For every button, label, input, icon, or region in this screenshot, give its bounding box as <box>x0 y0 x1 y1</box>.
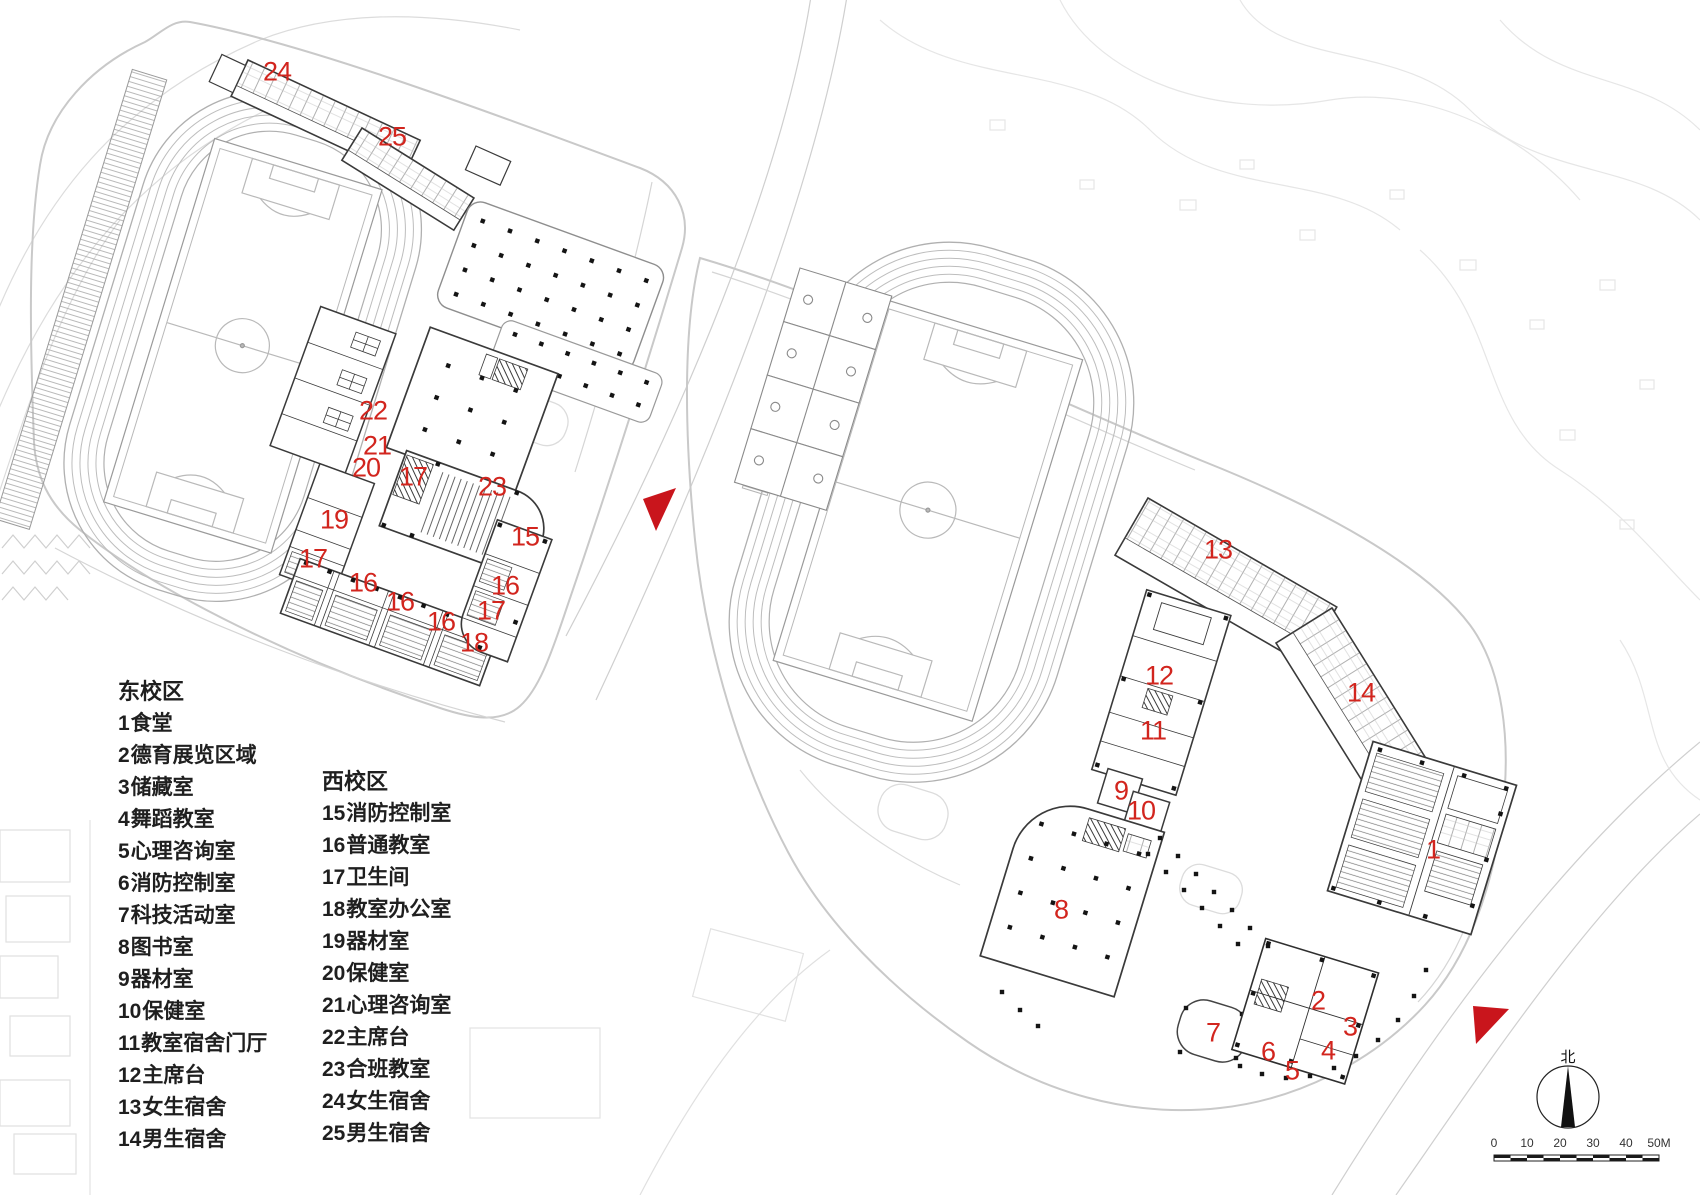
scale-tick-label: 30 <box>1586 1136 1600 1150</box>
legend-item: 21心理咨询室 <box>322 994 452 1017</box>
scale-tick-label: 40 <box>1619 1136 1633 1150</box>
west-site-boundary <box>29 20 686 719</box>
west-main-building <box>269 305 560 687</box>
legend-item: 18教室办公室 <box>322 898 452 921</box>
entrance-arrow-icon <box>643 488 676 531</box>
plan-number-label-west-24: 24 <box>262 56 292 87</box>
legend-item: 7科技活动室 <box>118 904 236 927</box>
plan-number-label-east-7: 7 <box>1205 1017 1221 1048</box>
plan-number-label-east-9: 9 <box>1113 775 1129 806</box>
legend-item: 11教室宿舍门厅 <box>118 1032 268 1055</box>
plan-number-label-east-3: 3 <box>1342 1011 1358 1042</box>
east-basketball-courts <box>733 267 893 511</box>
scale-tick-label: 0 <box>1490 1136 1498 1150</box>
legend-item: 3储藏室 <box>118 776 194 799</box>
plan-number-label-west-23: 23 <box>477 471 507 502</box>
legend-item: 25男生宿舍 <box>322 1122 431 1145</box>
legend-item: 23合班教室 <box>322 1058 431 1081</box>
plan-number-label-west-20: 20 <box>351 452 381 483</box>
east-soccer-field <box>772 298 1084 723</box>
legend-item: 9器材室 <box>118 968 194 991</box>
legend-item: 16普通教室 <box>322 834 431 857</box>
scale-bar <box>1493 1154 1660 1162</box>
legend-item: 2德育展览区域 <box>118 744 257 767</box>
east-library-building <box>979 805 1166 998</box>
plan-number-label-east-4: 4 <box>1320 1035 1336 1066</box>
plan-number-label-east-13: 13 <box>1203 534 1233 565</box>
legend-west-campus: 西校区 15消防控制室 16普通教室 17卫生间 18教室办公室 19器材室 20保健室 2… <box>322 766 451 1150</box>
legend-item: 10保健室 <box>118 1000 206 1023</box>
legend-item: 1食堂 <box>118 712 173 735</box>
north-compass-icon: 北 <box>1536 1049 1600 1129</box>
legend-item: 8图书室 <box>118 936 194 959</box>
plan-number-label-west-19: 19 <box>319 504 349 535</box>
west-dorm-25-building <box>340 126 476 232</box>
plan-number-label-west-25: 25 <box>377 121 407 152</box>
plan-number-label-east-10: 10 <box>1126 795 1156 826</box>
east-south-cluster-building <box>1230 937 1380 1085</box>
legend-item: 12主席台 <box>118 1064 206 1087</box>
plan-number-label-east-12: 12 <box>1144 660 1174 691</box>
plan-number-label-east-14: 14 <box>1346 677 1376 708</box>
east-running-track <box>728 241 1135 783</box>
east-canteen-building <box>1326 740 1518 936</box>
east-colonnade-columns <box>1145 835 1271 949</box>
plan-number-label-east-8: 8 <box>1053 894 1069 925</box>
legend-east-campus: 东校区 1食堂 2德育展览区域 3储藏室 4舞蹈教室 5心理咨询室 6消防控制室 7科技活动… <box>118 676 267 1156</box>
legend-item: 22主席台 <box>322 1026 410 1049</box>
legend-item: 24女生宿舍 <box>322 1090 431 1113</box>
plan-number-label-west-17: 17 <box>476 595 506 626</box>
legend-item: 20保健室 <box>322 962 410 985</box>
plan-number-label-west-16: 16 <box>348 567 378 598</box>
plan-number-label-west-15: 15 <box>510 521 540 552</box>
plan-number-label-east-11: 11 <box>1139 715 1167 746</box>
legend-item: 15消防控制室 <box>322 802 452 825</box>
plan-number-label-west-22: 22 <box>358 395 388 426</box>
legend-item: 14男生宿舍 <box>118 1128 227 1151</box>
entrance-arrow-icon <box>1473 1006 1509 1044</box>
west-campus-plan <box>0 20 686 723</box>
scale-tick-label: 20 <box>1553 1136 1567 1150</box>
plan-number-label-east-5: 5 <box>1284 1055 1300 1086</box>
plan-number-label-west-16: 16 <box>426 606 456 637</box>
plan-number-label-east-2: 2 <box>1310 985 1326 1016</box>
legend-item: 19器材室 <box>322 930 410 953</box>
east-stage-dorm-hall-building <box>1090 588 1232 797</box>
plan-number-label-west-18: 18 <box>459 627 489 658</box>
east-campus-plan <box>685 241 1518 1112</box>
legend-item: 17卫生间 <box>322 866 410 889</box>
legend-east-heading: 东校区 <box>118 679 185 704</box>
plan-number-label-west-16: 16 <box>385 586 415 617</box>
north-label: 北 <box>1560 1049 1575 1066</box>
legend-item: 13女生宿舍 <box>118 1096 227 1119</box>
plan-number-label-east-6: 6 <box>1260 1036 1276 1067</box>
legend-item: 4舞蹈教室 <box>118 808 215 831</box>
plan-number-label-east-1: 1 <box>1425 834 1441 865</box>
plan-number-label-west-17: 17 <box>298 543 328 574</box>
west-plaza-lower <box>489 320 663 423</box>
plan-number-label-west-16: 16 <box>490 570 520 601</box>
legend-west-heading: 西校区 <box>322 769 389 794</box>
scale-tick-label: 50M <box>1647 1136 1671 1150</box>
plan-number-label-west-21: 21 <box>362 430 392 461</box>
legend-item: 6消防控制室 <box>118 872 236 895</box>
scale-tick-label: 10 <box>1520 1136 1534 1150</box>
legend-item: 5心理咨询室 <box>118 840 236 863</box>
plan-number-label-west-17: 17 <box>398 461 428 492</box>
